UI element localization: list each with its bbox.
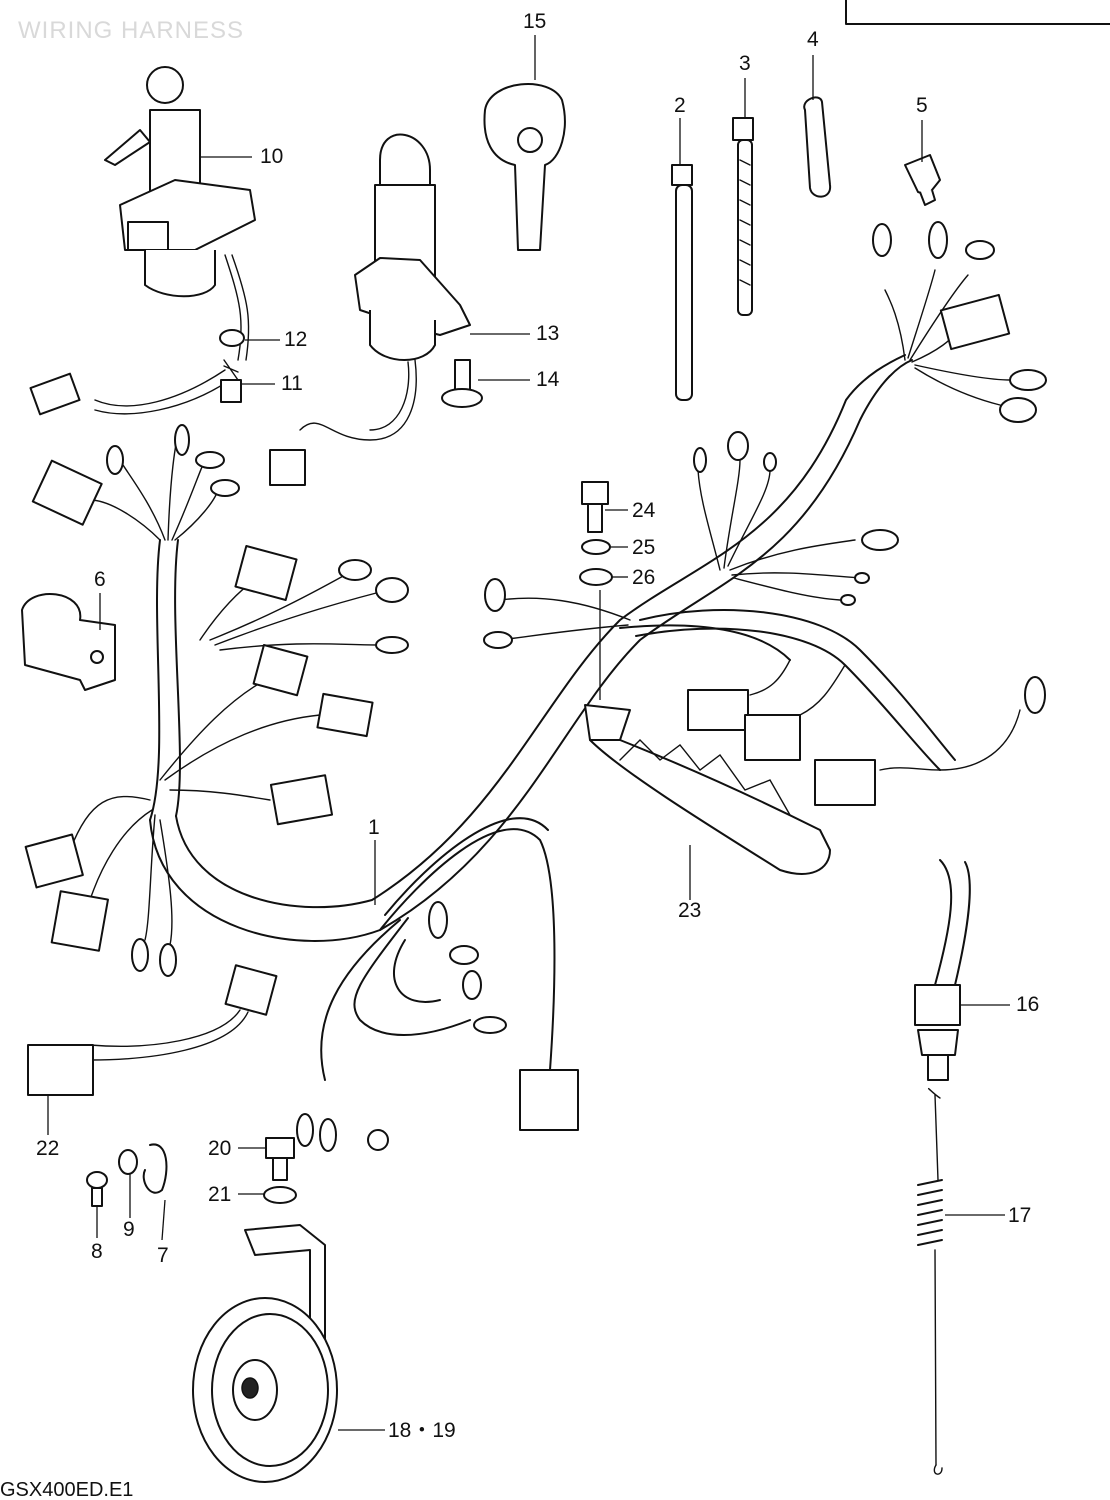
screw-8 — [86, 1171, 108, 1207]
callout-21: 21 — [208, 1183, 231, 1206]
washer-21 — [263, 1186, 297, 1204]
callout-14: 14 — [536, 368, 560, 391]
clamp-5 — [904, 154, 941, 206]
screw-11 — [220, 359, 242, 403]
ignition-key — [483, 83, 566, 251]
washer-12 — [219, 329, 245, 347]
cable-tie-2 — [671, 164, 693, 401]
callout-24: 24 — [632, 499, 656, 522]
screw-14 — [441, 359, 483, 408]
bolt-24 — [581, 481, 609, 533]
callout-5: 5 — [916, 94, 928, 117]
callout-labels: 1 2 3 4 5 6 7 8 9 10 11 12 13 14 15 16 1… — [36, 10, 1039, 1442]
callout-13: 13 — [536, 322, 559, 345]
harness-connectors — [24, 221, 1047, 1152]
callout-10: 10 — [260, 145, 283, 168]
spring-rod-17 — [917, 1088, 943, 1475]
horn-assembly — [192, 1224, 338, 1483]
callout-25: 25 — [632, 536, 655, 559]
callout-11: 11 — [281, 372, 303, 395]
harness-bracket — [21, 593, 116, 691]
diagram-title: WIRING HARNESS — [18, 17, 244, 44]
callout-16: 16 — [1016, 993, 1039, 1016]
callout-20: 20 — [208, 1137, 231, 1160]
switch-16 — [914, 859, 971, 1081]
washer-9 — [118, 1149, 138, 1175]
callout-22: 22 — [36, 1137, 59, 1160]
clip-7 — [142, 1143, 168, 1194]
callout-9: 9 — [123, 1218, 135, 1241]
cable-tie-3 — [732, 117, 754, 316]
leader-lines — [47, 35, 1010, 1431]
callout-8: 8 — [91, 1240, 103, 1263]
callout-17: 17 — [1008, 1204, 1031, 1227]
callout-4: 4 — [807, 28, 819, 51]
callout-7: 7 — [157, 1244, 169, 1267]
main-wiring-harness — [69, 269, 1021, 1081]
clamp-4 — [803, 96, 832, 198]
callout-2: 2 — [674, 94, 686, 117]
title-frame-corner — [845, 0, 1110, 25]
steering-lock-assembly — [269, 133, 471, 486]
callout-15: 15 — [523, 10, 546, 33]
ignition-switch-assembly — [29, 66, 256, 416]
callout-6: 6 — [94, 568, 106, 591]
washer-26 — [579, 568, 613, 586]
callout-3: 3 — [739, 52, 751, 75]
callout-26: 26 — [632, 566, 655, 589]
callout-23: 23 — [678, 899, 701, 922]
washer-25 — [581, 539, 611, 555]
bolt-20 — [265, 1137, 295, 1181]
callout-1: 1 — [368, 816, 380, 839]
callout-12: 12 — [284, 328, 307, 351]
model-code: GSX400ED.E1 — [0, 1479, 133, 1500]
connector-22 — [27, 964, 278, 1096]
holder-23 — [584, 704, 831, 875]
callout-18-19: 18・19 — [388, 1419, 456, 1442]
